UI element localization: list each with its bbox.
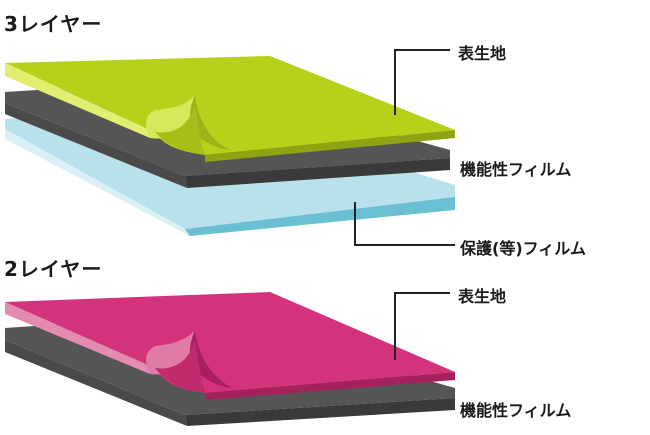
face-fabric-layer-3 xyxy=(5,56,455,162)
three-layer-stack xyxy=(5,49,455,246)
label-face-fabric-3: 表生地 xyxy=(458,44,507,63)
face-fabric-layer-2 xyxy=(5,292,455,400)
leader-lines-2 xyxy=(394,292,450,360)
label-functional-film-2: 機能性フィルム xyxy=(460,401,572,420)
label-face-fabric-2: 表生地 xyxy=(458,287,507,306)
leader-lines-3 xyxy=(354,49,455,246)
heading-two-layer: 2レイヤー xyxy=(4,257,103,281)
label-functional-film-3: 機能性フィルム xyxy=(460,160,572,179)
heading-three-layer: 3レイヤー xyxy=(4,12,103,36)
two-layer-stack xyxy=(5,292,455,426)
label-protective-film-3: 保護(等)フィルム xyxy=(460,239,586,258)
